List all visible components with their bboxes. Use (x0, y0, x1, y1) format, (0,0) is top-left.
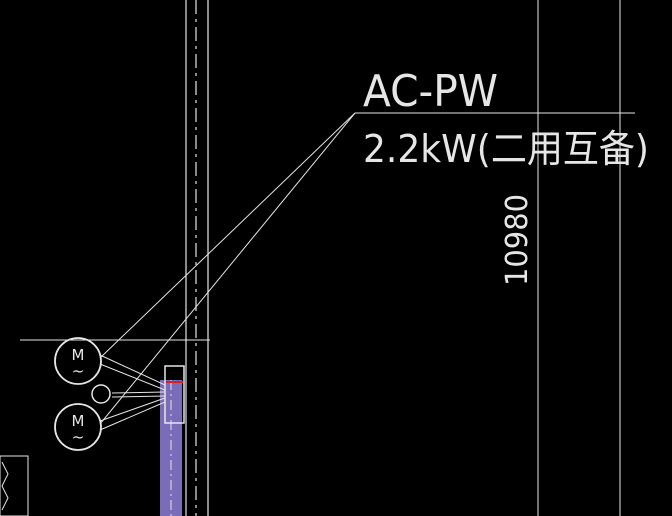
dimension-text: 10980 (500, 194, 535, 286)
leader-line (99, 112, 356, 359)
connection-line (99, 401, 166, 431)
motor-symbol-1[interactable]: M ~ (54, 337, 102, 385)
junction-circle (91, 384, 111, 404)
connection-line (99, 363, 166, 391)
equipment-power-label: 2.2kW(二用互备) (363, 127, 649, 171)
motor-circle (54, 403, 102, 451)
leader-lines (99, 112, 635, 425)
motor-wave-text: ~ (72, 362, 85, 380)
connection-line (99, 354, 166, 386)
motor-symbol-text: M (72, 412, 85, 430)
pipe-riser (160, 365, 185, 516)
pump-box (164, 365, 185, 424)
partial-zigzag (1, 461, 9, 511)
motor-circle (54, 337, 102, 385)
motor-symbol-text: M (72, 346, 85, 364)
leader-line (99, 112, 356, 425)
connection-line (99, 397, 166, 422)
equipment-label: AC-PW (363, 66, 498, 117)
motor-connections (99, 354, 166, 431)
motor-wave-text: ~ (72, 428, 85, 446)
partial-box (0, 455, 29, 516)
connection-line (111, 395, 166, 398)
motor-symbol-2[interactable]: M ~ (54, 403, 102, 451)
wall-lines (185, 0, 621, 516)
partial-equipment (0, 455, 29, 516)
connection-line (111, 391, 166, 394)
